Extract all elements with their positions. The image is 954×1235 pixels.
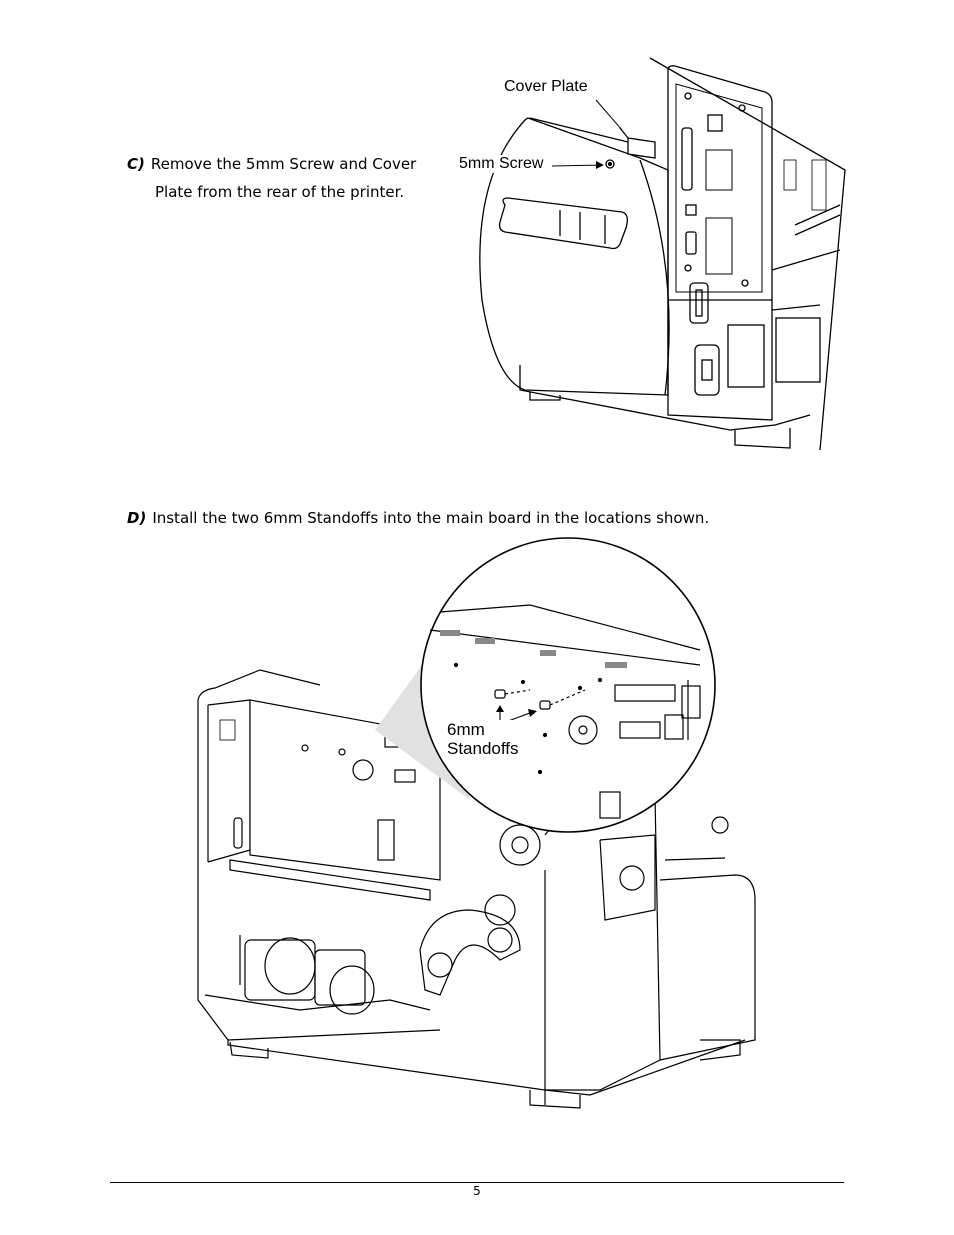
standoffs-callout: 6mm Standoffs bbox=[447, 720, 519, 758]
step-d-text: Install the two 6mm Standoffs into the m… bbox=[152, 509, 710, 527]
step-d-instruction: D) Install the two 6mm Standoffs into the… bbox=[127, 508, 827, 528]
standoffs-callout-line2: Standoffs bbox=[447, 739, 519, 758]
step-c-line2: Plate from the rear of the printer. bbox=[155, 183, 405, 201]
figure-d-printer-side bbox=[197, 537, 756, 1109]
step-d-letter: D) bbox=[127, 509, 147, 527]
cover-plate-callout: Cover Plate bbox=[503, 78, 589, 96]
figure-c-printer-rear bbox=[479, 57, 846, 451]
5mm-screw-callout: 5mm Screw bbox=[458, 155, 545, 173]
standoffs-callout-line1: 6mm bbox=[447, 720, 485, 739]
page-number: 5 bbox=[473, 1184, 481, 1198]
step-c-line1: Remove the 5mm Screw and Cover bbox=[150, 155, 417, 173]
step-c-instruction: C) Remove the 5mm Screw and Cover Plate f… bbox=[127, 150, 447, 206]
footer-rule bbox=[110, 1182, 844, 1183]
step-c-letter: C) bbox=[127, 155, 145, 173]
